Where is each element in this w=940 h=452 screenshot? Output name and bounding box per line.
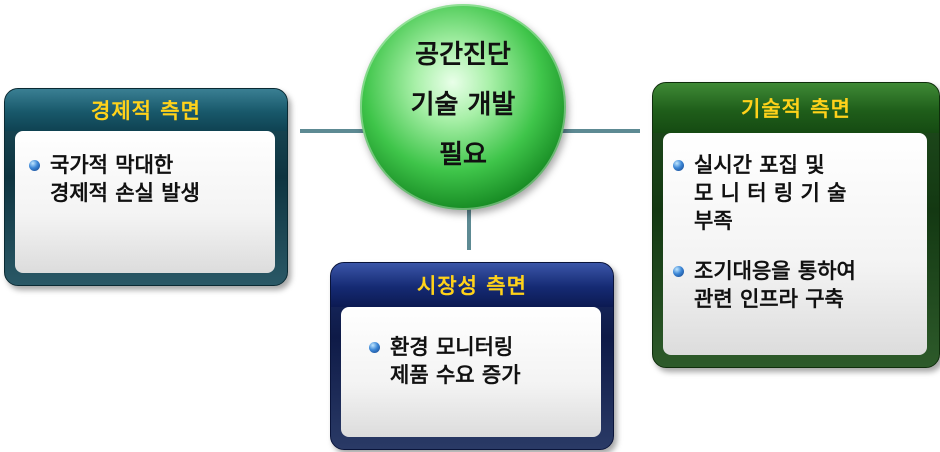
market-aspect-body: 환경 모니터링 제품 수요 증가 bbox=[341, 307, 601, 437]
list-item: 실시간 포집 및 모 니 터 링 기 술 부족 bbox=[673, 151, 846, 235]
technical-aspect-body: 실시간 포집 및 모 니 터 링 기 술 부족 조기대응을 통하여 관련 인프라… bbox=[663, 133, 927, 355]
center-line-1: 공간진단 bbox=[415, 40, 511, 70]
market-item-1: 환경 모니터링 제품 수요 증가 bbox=[390, 335, 521, 387]
list-item: 조기대응을 통하여 관련 인프라 구축 bbox=[673, 257, 856, 313]
list-item: 국가적 막대한 경제적 손실 발생 bbox=[29, 151, 200, 207]
market-aspect-title: 시장성 측면 bbox=[331, 263, 613, 307]
connector-right bbox=[560, 129, 640, 133]
economic-aspect-title: 경제적 측면 bbox=[5, 89, 287, 131]
center-line-3: 필요 bbox=[439, 140, 487, 170]
connector-left bbox=[300, 129, 365, 133]
economic-item-1: 국가적 막대한 경제적 손실 발생 bbox=[50, 153, 200, 205]
center-circle-text: 공간진단 기술 개발 필요 bbox=[360, 30, 566, 180]
economic-aspect-body: 국가적 막대한 경제적 손실 발생 bbox=[15, 131, 275, 273]
technical-item-1: 실시간 포집 및 모 니 터 링 기 술 부족 bbox=[694, 153, 847, 233]
bullet-icon bbox=[673, 160, 684, 171]
list-item: 환경 모니터링 제품 수요 증가 bbox=[369, 333, 521, 389]
technical-item-2: 조기대응을 통하여 관련 인프라 구축 bbox=[694, 259, 856, 311]
bullet-icon bbox=[673, 266, 684, 277]
bullet-icon bbox=[369, 342, 380, 353]
economic-aspect-box: 경제적 측면 국가적 막대한 경제적 손실 발생 bbox=[4, 88, 288, 286]
technical-aspect-box: 기술적 측면 실시간 포집 및 모 니 터 링 기 술 부족 조기대응을 통하여… bbox=[652, 82, 940, 368]
technical-aspect-title: 기술적 측면 bbox=[653, 83, 939, 133]
center-circle: 공간진단 기술 개발 필요 bbox=[360, 4, 566, 210]
bullet-icon bbox=[29, 160, 40, 171]
market-aspect-box: 시장성 측면 환경 모니터링 제품 수요 증가 bbox=[330, 262, 614, 450]
connector-bottom bbox=[467, 205, 471, 250]
center-line-2: 기술 개발 bbox=[410, 90, 516, 120]
